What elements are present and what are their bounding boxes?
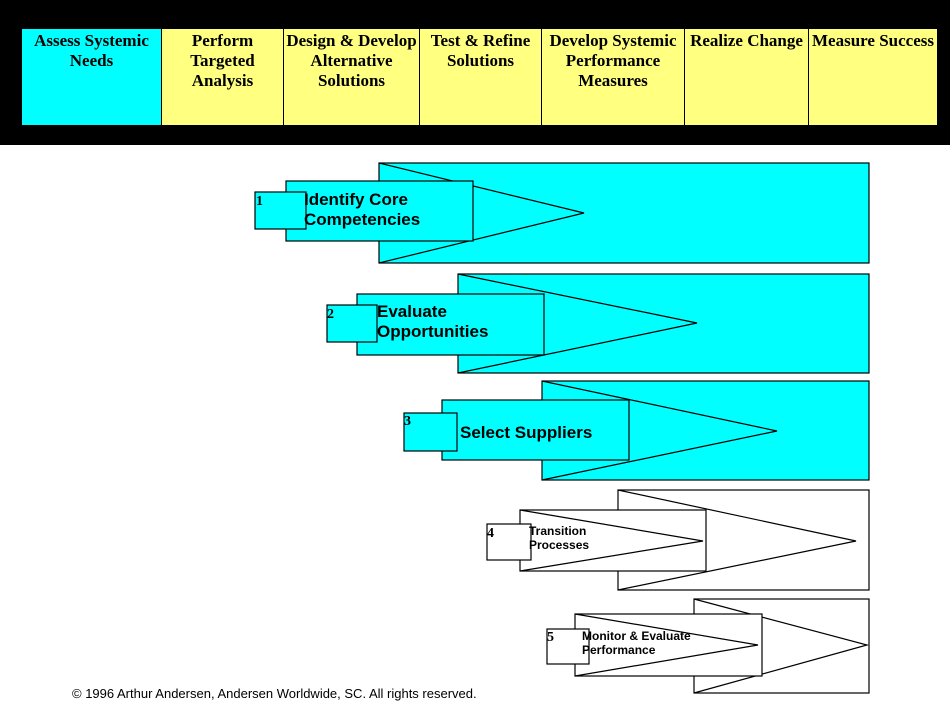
stage-1-label: Identify Core Competencies xyxy=(304,190,420,231)
phase-label-line: Analysis xyxy=(191,71,254,90)
copyright-footer: © 1996 Arthur Andersen, Andersen Worldwi… xyxy=(72,686,477,701)
stage-2-group xyxy=(326,273,870,374)
stage-3-group xyxy=(403,380,870,481)
stage-label-line: Performance xyxy=(582,643,656,658)
stage-label-line: Transition xyxy=(529,524,587,538)
phase-label-line: Needs xyxy=(69,51,114,70)
phase-label-line: Perform xyxy=(191,31,254,50)
stage-label-line: Evaluate xyxy=(377,302,447,321)
phase-assess-systemic-needs: Assess Systemic Needs xyxy=(22,29,162,125)
phase-label-line: Assess Systemic xyxy=(34,31,149,50)
stage-1-label-box xyxy=(285,180,474,242)
stage-label-line: Select Suppliers xyxy=(460,423,593,442)
phase-label-line: Alternative xyxy=(310,51,393,70)
stage-label-line: Monitor & Evaluate xyxy=(582,629,691,643)
stage-1-number-box xyxy=(254,191,307,230)
stage-4-label: Transition Processes xyxy=(529,524,589,553)
stage-3-number: 3 xyxy=(404,414,411,429)
stage-2-outer-arrow xyxy=(457,273,698,374)
stage-3-number-box xyxy=(403,412,458,452)
phase-label-line: Test & Refine xyxy=(430,31,531,50)
phase-measure-success: Measure Success xyxy=(809,29,938,125)
stage-4-label-box xyxy=(519,509,707,572)
stage-4-number: 4 xyxy=(487,526,494,541)
stage-2-number-box xyxy=(326,304,378,343)
stage-label-line: Identify Core xyxy=(304,190,408,209)
stage-4-number-box xyxy=(486,523,532,561)
phase-realize-change: Realize Change xyxy=(685,29,809,125)
stage-5-number: 5 xyxy=(547,630,554,645)
stage-2-label: Evaluate Opportunities xyxy=(377,302,488,343)
stage-5-group xyxy=(546,598,870,694)
phase-perform-targeted-analysis: Perform Targeted Analysis xyxy=(162,29,284,125)
phase-test-refine-solutions: Test & Refine Solutions xyxy=(420,29,542,125)
phase-label-line: Measures xyxy=(578,71,648,90)
stage-4-outer-arrow xyxy=(617,489,857,591)
phase-label-line: Targeted xyxy=(190,51,255,70)
phase-label-line: Measure Success xyxy=(812,31,934,50)
stage-4-group xyxy=(486,489,870,591)
phase-develop-systemic-performance-measures: Develop Systemic Performance Measures xyxy=(542,29,685,125)
phase-header-bar: Assess Systemic Needs Perform Targeted A… xyxy=(0,0,950,145)
stage-3-label: Select Suppliers xyxy=(460,423,592,443)
stage-label-line: Competencies xyxy=(304,210,421,230)
phase-label-line: Design & Develop xyxy=(286,31,417,50)
stage-5-label: Monitor & Evaluate Performance xyxy=(582,629,691,658)
phase-label-line: Realize Change xyxy=(690,31,803,50)
stage-3-label-box xyxy=(441,399,630,461)
stage-label-line: Processes xyxy=(529,538,590,553)
stage-label-line: Opportunities xyxy=(377,322,489,342)
phase-label-line: Develop Systemic xyxy=(549,31,677,50)
phase-label-line: Solutions xyxy=(317,71,386,90)
stage-5-label-box xyxy=(574,613,763,677)
phase-design-develop-alternative-solutions: Design & Develop Alternative Solutions xyxy=(284,29,420,125)
stage-5-number-box xyxy=(546,628,590,665)
stage-1-group xyxy=(254,162,870,264)
stage-4-inner-arrow xyxy=(519,509,704,572)
stage-1-outer-arrow xyxy=(378,162,585,264)
phase-label-line: Performance xyxy=(565,51,661,70)
phase-label-line: Solutions xyxy=(446,51,515,70)
stage-3-outer-arrow xyxy=(541,380,778,481)
stage-5-inner-arrow xyxy=(574,613,759,677)
stage-1-number: 1 xyxy=(256,194,263,209)
stage-2-number: 2 xyxy=(327,307,334,322)
stage-2-label-box xyxy=(356,293,545,356)
